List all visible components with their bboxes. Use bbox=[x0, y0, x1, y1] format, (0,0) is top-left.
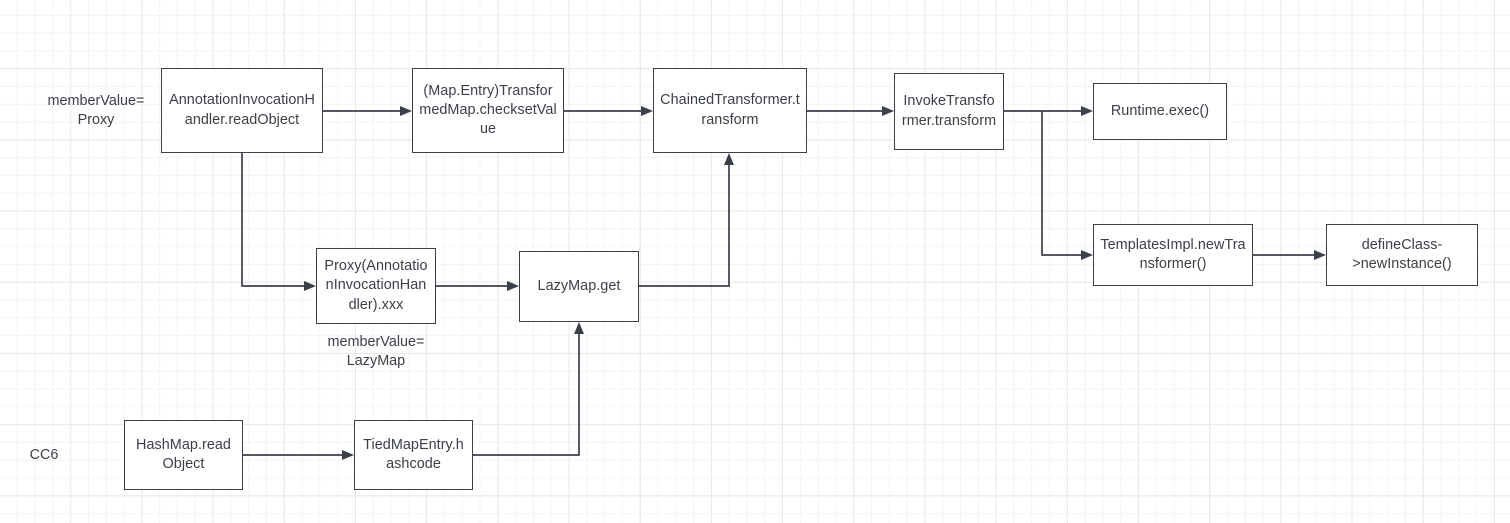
edge-templatesimpl-to-defineclass bbox=[1253, 250, 1326, 260]
caption-member-value-proxy: memberValue= Proxy bbox=[47, 93, 145, 129]
node-label: (Map.Entry)TransformedMap.checksetValue bbox=[419, 82, 557, 138]
node-tiedmapentry-hashcode[interactable]: TiedMapEntry.hashcode bbox=[354, 420, 473, 490]
edge-tiedmapentry-to-lazymap bbox=[473, 322, 584, 456]
edge-chained-to-invoke bbox=[807, 106, 894, 116]
edge-invoke-to-templatesimpl bbox=[1041, 111, 1093, 260]
node-proxy-annotationinvocationhandler-xxx[interactable]: Proxy(AnnotationInvocationHandler).xxx bbox=[316, 248, 436, 324]
edge-aih-to-transformedmap bbox=[323, 106, 412, 116]
node-chainedtransformer-transform[interactable]: ChainedTransformer.transform bbox=[653, 68, 807, 153]
node-label: TemplatesImpl.newTransformer() bbox=[1100, 236, 1246, 272]
node-invoketransformer-transform[interactable]: InvokeTransformer.transform bbox=[894, 73, 1004, 150]
node-transformedmap-checksetvalue[interactable]: (Map.Entry)TransformedMap.checksetValue bbox=[412, 68, 564, 153]
edge-lazymap-to-lchained bbox=[639, 153, 734, 287]
node-label: ChainedTransformer.transform bbox=[660, 92, 800, 128]
edge-proxy-to-lazymap bbox=[436, 281, 519, 291]
node-label: TiedMapEntry.hashcode bbox=[363, 436, 464, 472]
node-hashmap-readobject[interactable]: HashMap.readObject bbox=[124, 420, 243, 490]
node-label: HashMap.readObject bbox=[136, 436, 231, 472]
node-label: Proxy(AnnotationInvocationHandler).xxx bbox=[324, 258, 428, 313]
caption-member-value-lazymap: memberValue= LazyMap bbox=[327, 334, 425, 370]
caption-chain-label: CC6 bbox=[29, 447, 59, 463]
node-label: Runtime.exec() bbox=[1110, 102, 1210, 119]
edge-aih-to-proxy bbox=[241, 153, 316, 291]
edge-hashmap-to-tiedmapentry bbox=[243, 450, 354, 460]
node-label: InvokeTransformer.transform bbox=[901, 93, 997, 129]
node-label: defineClass->newInstance() bbox=[1352, 236, 1452, 272]
node-label: AnnotationInvocationHandler.readObject bbox=[169, 92, 315, 128]
node-annotation-invocation-handler-readobject[interactable]: AnnotationInvocationHandler.readObject bbox=[161, 68, 323, 153]
node-label: LazyMap.get bbox=[537, 277, 621, 294]
edge-transformedmap-to-chained bbox=[564, 106, 653, 116]
node-runtime-exec[interactable]: Runtime.exec() bbox=[1093, 83, 1227, 140]
edge-invoke-to-runtime bbox=[1004, 106, 1093, 116]
node-lazymap-get[interactable]: LazyMap.get bbox=[519, 251, 639, 322]
node-defineclass-newinstance[interactable]: defineClass->newInstance() bbox=[1326, 224, 1478, 286]
node-templatesimpl-newtransformer[interactable]: TemplatesImpl.newTransformer() bbox=[1093, 224, 1253, 286]
